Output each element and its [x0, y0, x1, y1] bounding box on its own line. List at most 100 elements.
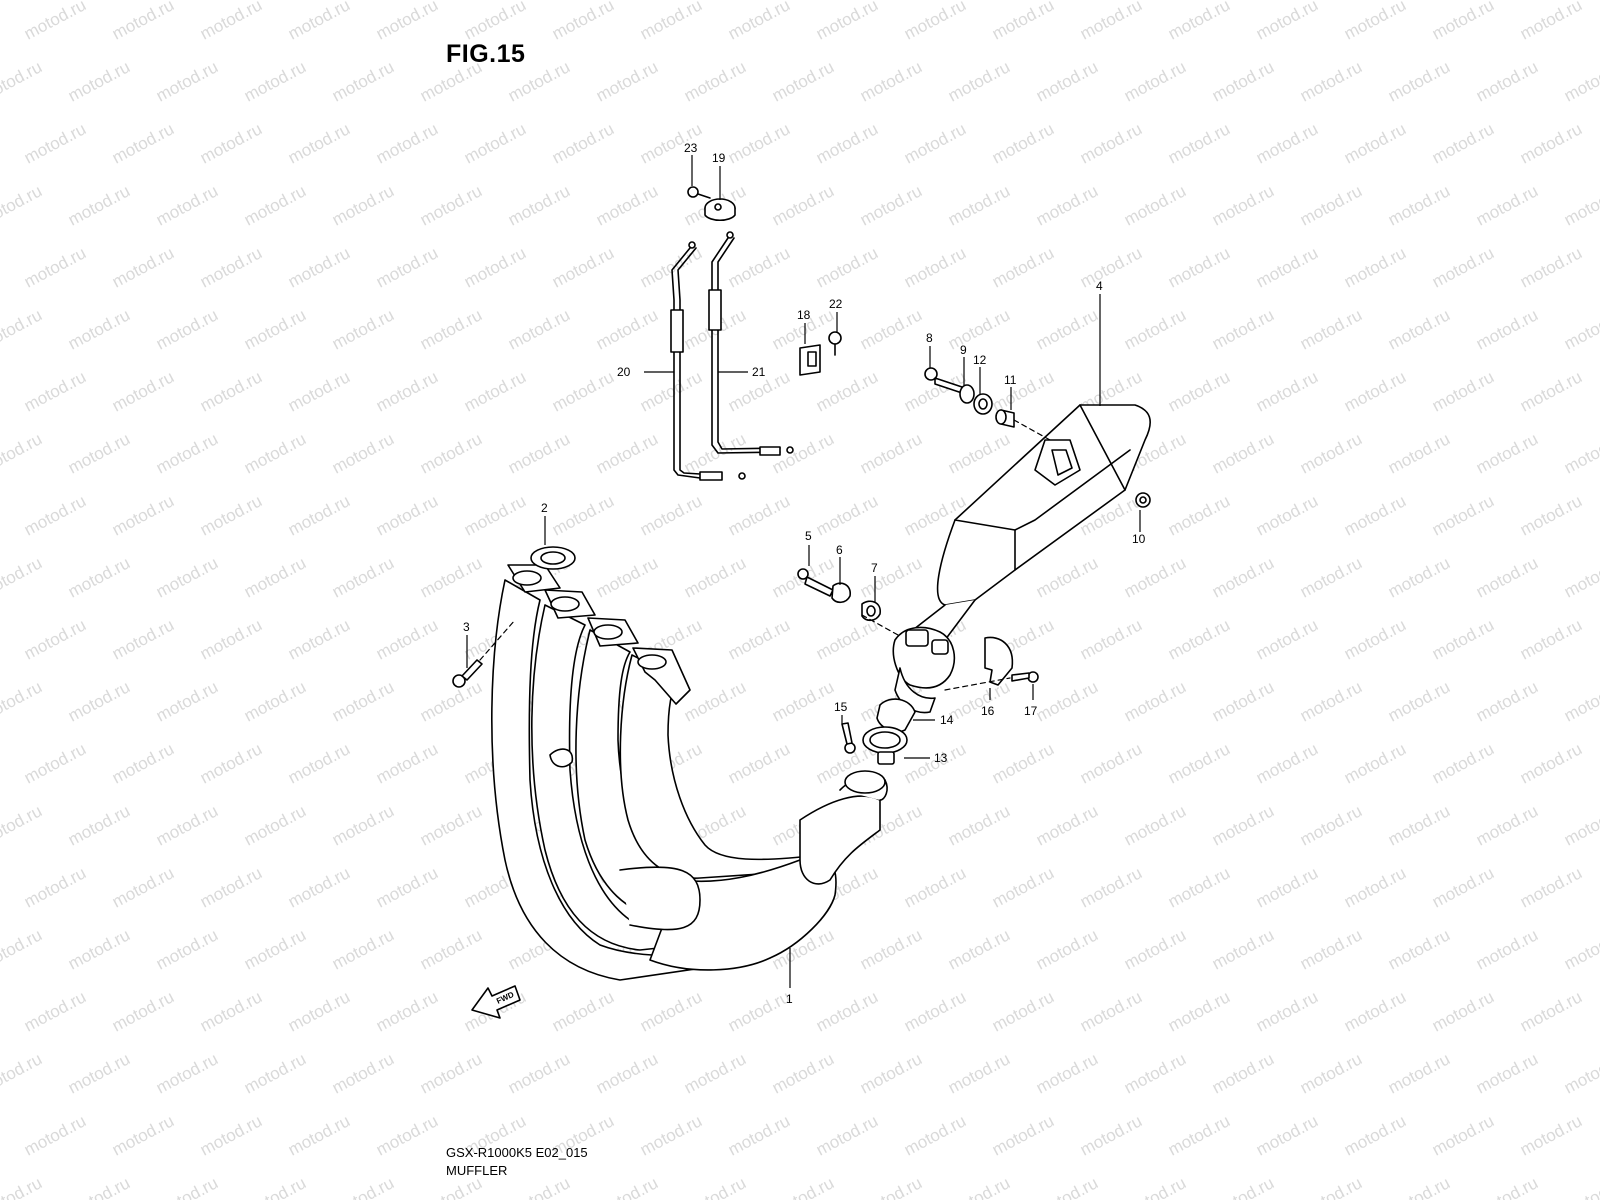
watermark-text: motod.ru [373, 367, 441, 415]
watermark-text: motod.ru [65, 1173, 133, 1200]
watermark-text: motod.ru [1385, 429, 1453, 477]
watermark-text: motod.ru [197, 119, 265, 167]
figure-title: FIG.15 [446, 40, 526, 68]
watermark-text: motod.ru [241, 925, 309, 973]
watermark-text: motod.ru [725, 739, 793, 787]
exhaust-header [491, 546, 888, 981]
watermark-text: motod.ru [1341, 0, 1409, 44]
callout-6: 6 [836, 543, 843, 557]
watermark-text: motod.ru [769, 181, 837, 229]
watermark-text: motod.ru [1341, 119, 1409, 167]
watermark-text: motod.ru [1341, 863, 1409, 911]
watermark-text: motod.ru [241, 801, 309, 849]
watermark-text: motod.ru [1033, 181, 1101, 229]
watermark-text: motod.ru [1209, 181, 1277, 229]
watermark-text: motod.ru [153, 925, 221, 973]
watermark-text: motod.ru [901, 987, 969, 1035]
watermark-text: motod.ru [21, 491, 89, 539]
watermark-text: motod.ru [1077, 243, 1145, 291]
watermark-text: motod.ru [1253, 243, 1321, 291]
watermark-text: motod.ru [1297, 1173, 1365, 1200]
watermark-text: motod.ru [1297, 801, 1365, 849]
watermark-text: motod.ru [1517, 615, 1585, 663]
watermark-text: motod.ru [637, 0, 705, 44]
watermark-text: motod.ru [153, 305, 221, 353]
watermark-text: motod.ru [1033, 305, 1101, 353]
watermark-text: motod.ru [461, 119, 529, 167]
watermark-text: motod.ru [505, 305, 573, 353]
watermark-text: motod.ru [1561, 1049, 1600, 1097]
watermark-text: motod.ru [241, 1173, 309, 1200]
watermark-text: motod.ru [285, 243, 353, 291]
watermark-text: motod.ru [329, 925, 397, 973]
watermark-text: motod.ru [0, 677, 45, 725]
watermark-text: motod.ru [241, 553, 309, 601]
callout-numbers: 1 2 3 4 5 6 7 8 9 10 11 12 13 14 15 16 1… [463, 141, 1146, 1006]
watermark-text: motod.ru [593, 553, 661, 601]
watermark-text: motod.ru [329, 305, 397, 353]
watermark-text: motod.ru [0, 0, 1, 44]
watermark-text: motod.ru [1165, 739, 1233, 787]
watermark-text: motod.ru [109, 987, 177, 1035]
callout-4: 4 [1096, 279, 1103, 293]
watermark-text: motod.ru [1473, 181, 1541, 229]
watermark-text: motod.ru [153, 1173, 221, 1200]
watermark-text: motod.ru [373, 1111, 441, 1159]
callout-18: 18 [797, 308, 811, 322]
watermark-text: motod.ru [1297, 553, 1365, 601]
watermark-text: motod.ru [21, 615, 89, 663]
watermark-text: motod.ru [109, 367, 177, 415]
watermark-text: motod.ru [637, 491, 705, 539]
watermark-text: motod.ru [373, 739, 441, 787]
watermark-text: motod.ru [1165, 615, 1233, 663]
watermark-text: motod.ru [1429, 1111, 1497, 1159]
watermark-text: motod.ru [1077, 739, 1145, 787]
watermark-text: motod.ru [1341, 615, 1409, 663]
watermark-text: motod.ru [21, 987, 89, 1035]
watermark-text: motod.ru [65, 305, 133, 353]
watermark-text: motod.ru [901, 243, 969, 291]
watermark-text: motod.ru [1121, 1173, 1189, 1200]
watermark-text: motod.ru [857, 305, 925, 353]
callout-12: 12 [973, 353, 987, 367]
watermark-text: motod.ru [1033, 677, 1101, 725]
watermark-text: motod.ru [769, 677, 837, 725]
watermark-text: motod.ru [1209, 57, 1277, 105]
watermark-text: motod.ru [65, 801, 133, 849]
watermark-text: motod.ru [153, 801, 221, 849]
watermark-text: motod.ru [0, 491, 1, 539]
fwd-arrow [471, 985, 521, 1019]
watermark-text: motod.ru [989, 863, 1057, 911]
watermark-text: motod.ru [0, 553, 45, 601]
watermark-text: motod.ru [505, 1173, 573, 1200]
watermark-text: motod.ru [1385, 305, 1453, 353]
watermark-text: motod.ru [109, 615, 177, 663]
cable-bracket [799, 331, 842, 376]
callout-9: 9 [960, 343, 967, 357]
watermark-text: motod.ru [1253, 119, 1321, 167]
watermark-text: motod.ru [153, 677, 221, 725]
watermark-text: motod.ru [285, 367, 353, 415]
watermark-text: motod.ru [197, 0, 265, 44]
callout-16: 16 [981, 704, 995, 718]
watermark-text: motod.ru [1165, 119, 1233, 167]
watermark-text: motod.ru [1561, 57, 1600, 105]
watermark-text: motod.ru [285, 987, 353, 1035]
watermark-text: motod.ru [0, 615, 1, 663]
watermark-text: motod.ru [1517, 1111, 1585, 1159]
watermark-text: motod.ru [1561, 553, 1600, 601]
watermark-text: motod.ru [1429, 119, 1497, 167]
watermark-text: motod.ru [461, 0, 529, 44]
watermark-text: motod.ru [1253, 491, 1321, 539]
watermark-text: motod.ru [1297, 1049, 1365, 1097]
watermark-text: motod.ru [1473, 925, 1541, 973]
callout-1: 1 [786, 992, 793, 1006]
watermark-text: motod.ru [1561, 181, 1600, 229]
watermark-text: motod.ru [197, 367, 265, 415]
watermark-text: motod.ru [417, 181, 485, 229]
watermark-text: motod.ru [0, 801, 45, 849]
watermark-text: motod.ru [0, 863, 1, 911]
watermark-text: motod.ru [901, 119, 969, 167]
watermark-text: motod.ru [153, 429, 221, 477]
